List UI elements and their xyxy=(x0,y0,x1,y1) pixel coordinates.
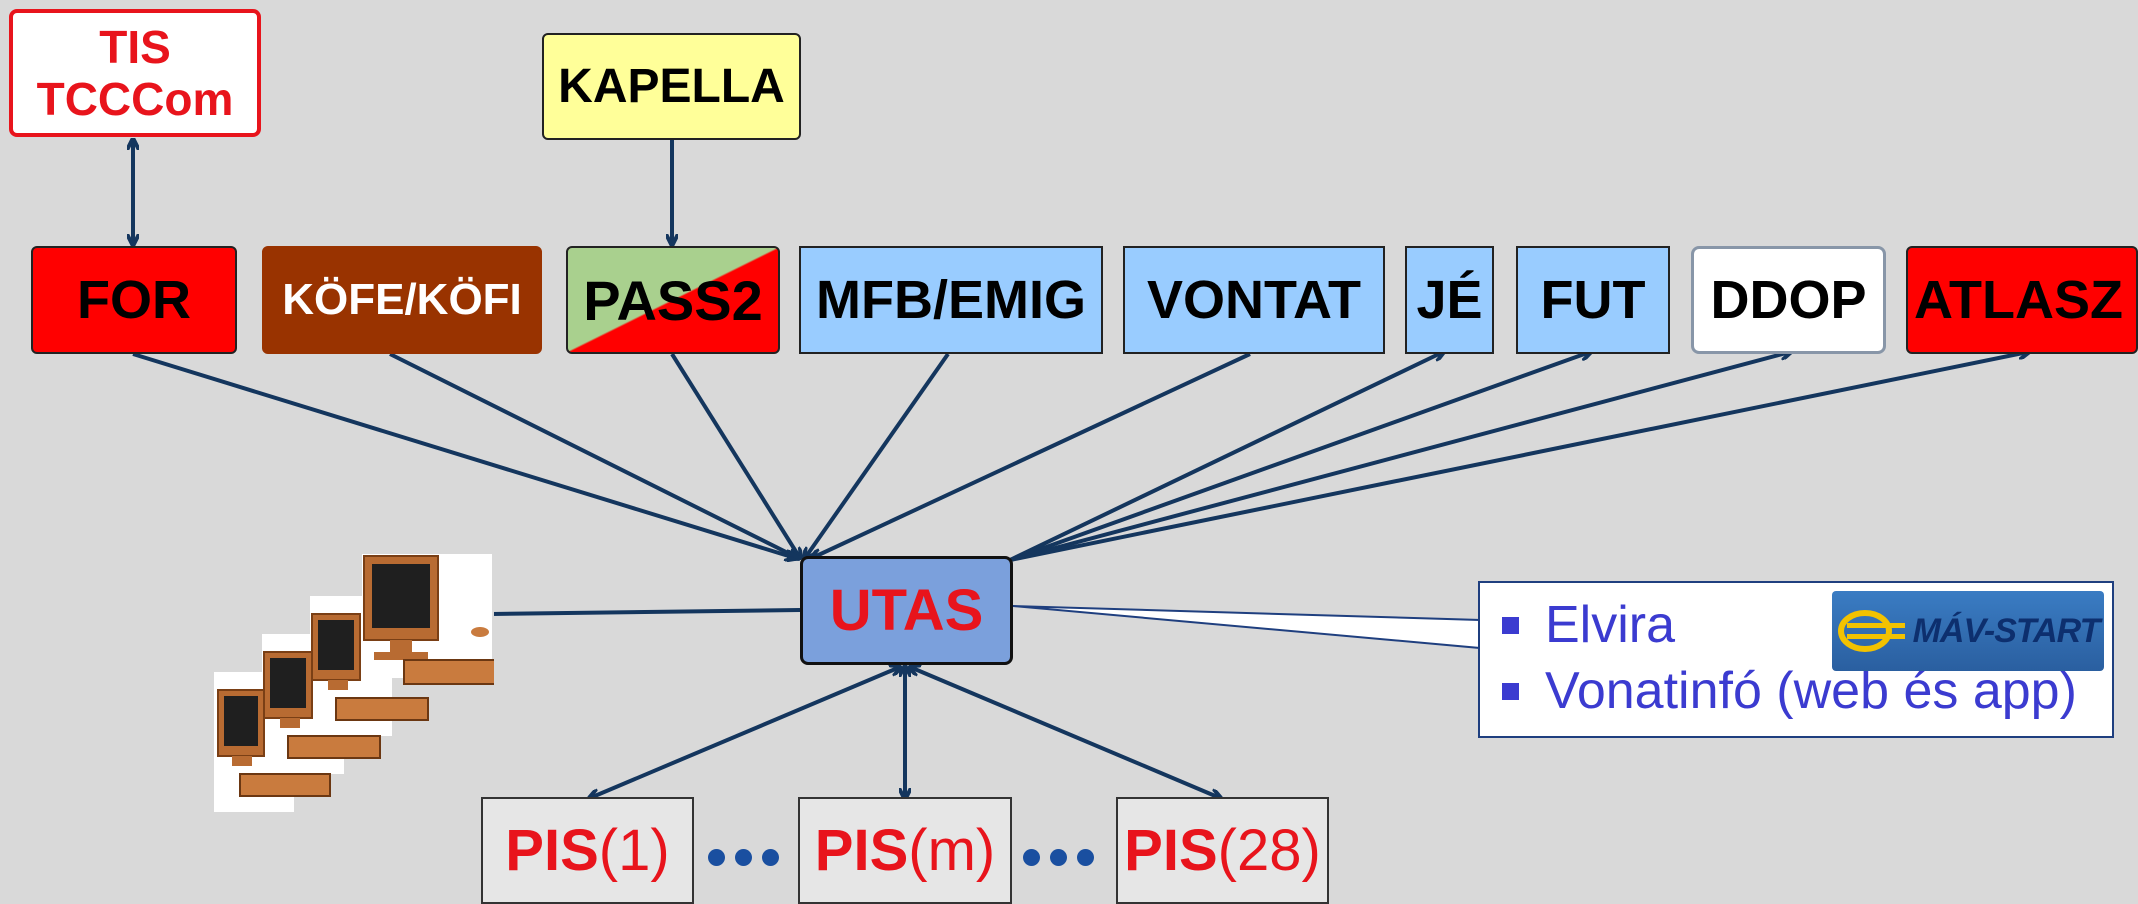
tcccom-label: TCCCom xyxy=(36,73,234,125)
computers-utas-line xyxy=(491,608,801,616)
callout-item-label: Vonatinfó (web és app) xyxy=(1545,662,2077,720)
computer-workstations-icon xyxy=(214,552,494,812)
mfb-emig-box: MFB/EMIG xyxy=(799,246,1103,354)
atlasz-box: ATLASZ xyxy=(1906,246,2138,354)
pass2-utas-arrow xyxy=(670,352,800,558)
for-label: FOR xyxy=(77,270,191,330)
utas-atlasz-arrow xyxy=(1009,352,2028,562)
mav-start-logo-text: MÁV-START xyxy=(1912,611,2101,650)
utas-ddop-arrow xyxy=(1009,352,1790,562)
for-box: FOR xyxy=(31,246,237,354)
utas-fut-arrow xyxy=(1009,352,1590,562)
pis-m-label: PIS xyxy=(814,818,909,883)
bullet-icon xyxy=(1502,682,1519,700)
pis-1-number: (1) xyxy=(598,818,670,883)
pis-m-box: PIS(m) xyxy=(798,797,1012,904)
pis-28-label: PIS xyxy=(1124,818,1218,883)
utas-pis28-arrow xyxy=(910,667,1220,798)
callout-box: Elvira Vonatinfó (web és app) MÁV-START xyxy=(1478,581,2114,738)
tis-label: TIS xyxy=(99,21,171,73)
pis-28-box: PIS(28) xyxy=(1116,797,1329,904)
bullet-icon xyxy=(1502,616,1519,634)
vontat-utas-arrow xyxy=(812,352,1251,558)
atlasz-label: ATLASZ xyxy=(1914,270,2123,330)
kofe-kofi-box: KÖFE/KÖFI xyxy=(262,246,542,354)
vontat-box: VONTAT xyxy=(1123,246,1385,354)
mav-start-logo-icon: MÁV-START xyxy=(1832,591,2104,671)
ellipsis-dots-2 xyxy=(1023,849,1094,866)
je-box: JÉ xyxy=(1405,246,1494,354)
fut-box: FUT xyxy=(1516,246,1670,354)
mfb-utas-arrow xyxy=(805,352,950,558)
mav-emblem-icon xyxy=(1837,610,1905,652)
pass2-box: PASS2 xyxy=(566,246,780,354)
ddop-label: DDOP xyxy=(1710,270,1867,330)
kapella-box: KAPELLA xyxy=(542,33,801,140)
ddop-box: DDOP xyxy=(1691,246,1886,354)
callout-item-elvira: Elvira xyxy=(1502,595,1675,655)
utas-box: UTAS xyxy=(800,556,1013,665)
tis-tcccom-box: TIS TCCCom xyxy=(9,9,261,137)
pis-28-number: (28) xyxy=(1217,818,1321,883)
utas-pis1-arrow xyxy=(590,667,900,798)
kapella-label: KAPELLA xyxy=(558,60,785,113)
callout-pointer xyxy=(1012,605,1481,650)
pass2-label: PASS2 xyxy=(583,268,763,332)
fut-label: FUT xyxy=(1540,270,1646,330)
kofe-kofi-label: KÖFE/KÖFI xyxy=(282,275,522,324)
for-utas-arrow xyxy=(132,352,795,558)
utas-je-arrow xyxy=(1009,352,1443,562)
mfb-emig-label: MFB/EMIG xyxy=(816,270,1086,330)
pis-1-label: PIS xyxy=(505,818,599,883)
utas-label: UTAS xyxy=(829,578,984,643)
kofe-utas-arrow xyxy=(389,352,798,558)
callout-item-vonatinfo: Vonatinfó (web és app) xyxy=(1502,661,2077,721)
je-label: JÉ xyxy=(1416,270,1483,330)
pis-1-box: PIS(1) xyxy=(481,797,694,904)
ellipsis-dots-1 xyxy=(708,849,779,866)
pis-m-number: (m) xyxy=(908,818,996,883)
callout-item-label: Elvira xyxy=(1545,596,1676,654)
vontat-label: VONTAT xyxy=(1147,270,1361,330)
